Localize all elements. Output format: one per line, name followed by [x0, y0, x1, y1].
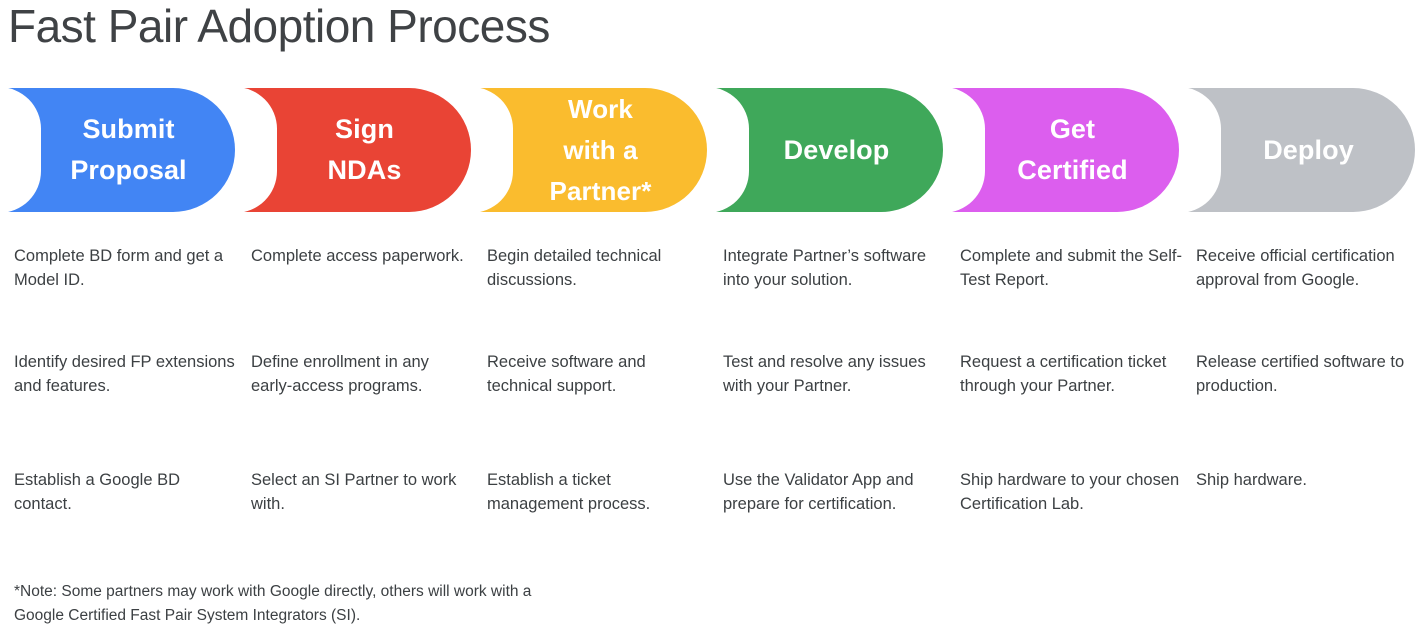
process-step-banner-get-certified[interactable]: Get Certified — [943, 87, 1179, 213]
process-step-banner-develop[interactable]: Develop — [707, 87, 943, 213]
banner-left-notch — [707, 87, 749, 213]
banner-left-notch — [0, 87, 41, 213]
process-step-detail-columns: Complete BD form and get a Model ID. Ide… — [0, 240, 1423, 540]
footnote-note: *Note: Some partners may work with Googl… — [14, 583, 532, 624]
step-detail-item: Complete and submit the Self-Test Report… — [960, 247, 1182, 289]
process-step-label: Work with a Partner* — [549, 93, 652, 206]
step-detail-item: Complete BD form and get a Model ID. — [14, 247, 224, 289]
step-detail-item: Select an SI Partner to work with. — [251, 471, 457, 513]
process-step-banner-submit-proposal[interactable]: Submit Proposal — [0, 87, 235, 213]
process-step-label: Submit Proposal — [70, 114, 187, 185]
process-step-banner-work-with-a-partner[interactable]: Work with a Partner* — [471, 87, 707, 213]
banner-left-notch — [943, 87, 985, 213]
step-detail-item: Test and resolve any issues with your Pa… — [723, 353, 926, 395]
banner-left-notch — [1179, 87, 1221, 213]
process-step-banner-row: Submit Proposal Sign NDAs Work with a Pa… — [0, 87, 1423, 213]
process-step-banner-deploy[interactable]: Deploy — [1179, 87, 1415, 213]
process-step-label: Get Certified — [1017, 114, 1128, 185]
step-detail-item: Define enrollment in any early-access pr… — [251, 353, 429, 395]
step-detail-item: Identify desired FP extensions and featu… — [14, 353, 235, 395]
process-step-label: Develop — [783, 134, 890, 165]
step-detail-item: Ship hardware. — [1196, 471, 1307, 489]
banner-left-notch — [471, 87, 513, 213]
step-detail-item: Use the Validator App and prepare for ce… — [723, 471, 914, 513]
step-detail-item: Receive software and technical support. — [487, 353, 646, 395]
page-title: Fast Pair Adoption Process — [8, 0, 550, 52]
step-detail-item: Receive official certification approval … — [1196, 247, 1395, 289]
step-detail-item: Release certified software to production… — [1196, 353, 1405, 395]
banner-left-notch — [235, 87, 277, 213]
step-detail-item: Begin detailed technical discussions. — [487, 247, 662, 289]
step-detail-item: Complete access paperwork. — [251, 247, 464, 265]
step-detail-item: Integrate Partner’s software into your s… — [723, 247, 926, 289]
process-step-label: Sign NDAs — [327, 114, 402, 185]
step-detail-item: Ship hardware to your chosen Certificati… — [960, 471, 1180, 513]
process-step-banner-sign-ndas[interactable]: Sign NDAs — [235, 87, 471, 213]
step-detail-item: Establish a ticket management process. — [487, 471, 651, 513]
step-detail-item: Establish a Google BD contact. — [14, 471, 181, 513]
process-step-label: Deploy — [1263, 134, 1354, 165]
step-detail-item: Request a certification ticket through y… — [960, 353, 1167, 395]
